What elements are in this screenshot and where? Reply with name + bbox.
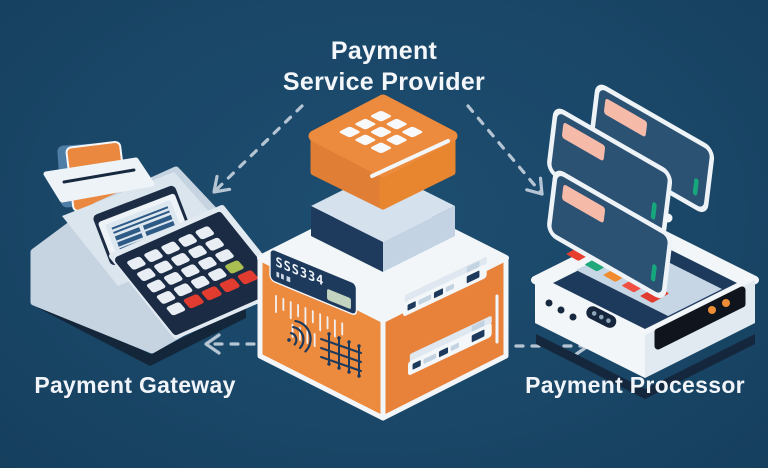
card-tick [650,264,657,282]
front-port-pill [586,306,617,328]
pos-terminal-illustration [30,140,289,366]
card-slot [62,168,136,184]
keypad-keys [127,226,258,316]
psp-title-line-2: Service Provider [282,68,486,96]
psp-title: Payment Service Provider [0,36,768,98]
card-tick [692,178,699,196]
card-connector-dot [663,213,673,223]
dots-grid-icon [339,111,423,153]
card-label-chip [562,122,606,161]
payment-gateway-label: Payment Gateway [34,372,236,398]
server-drive-bay-2 [408,316,492,375]
circuit-mesh-icon [320,332,362,378]
display-screen [327,289,351,309]
front-indicator-dots [545,299,577,321]
psp-title-line-1: Payment [330,37,438,65]
payment-processor-label: Payment Processor [525,372,745,398]
display-minor-marks [276,271,291,283]
enter-key [225,260,244,274]
psp-server-illustration: SSS334 [257,94,509,421]
processor-side-port-panel [654,286,746,350]
terminal-shadow [38,296,246,366]
floating-card-front [547,170,673,299]
port-led-2 [722,299,730,307]
card-label-chip [562,184,606,223]
processor-illustration [531,84,759,399]
arrow-psp-to-gateway [212,104,304,194]
processor-front-face [535,280,645,378]
contactless-icon [287,319,312,353]
port-led-1 [708,306,716,314]
card-tick [650,202,657,220]
orange-cap [308,94,458,210]
arrow-psp-to-processor [466,104,544,196]
cap-highlight-line [370,139,450,178]
server-display-panel: SSS334 [269,248,358,315]
card-label-chip [604,98,648,137]
server-drive-bay-1 [403,257,487,316]
